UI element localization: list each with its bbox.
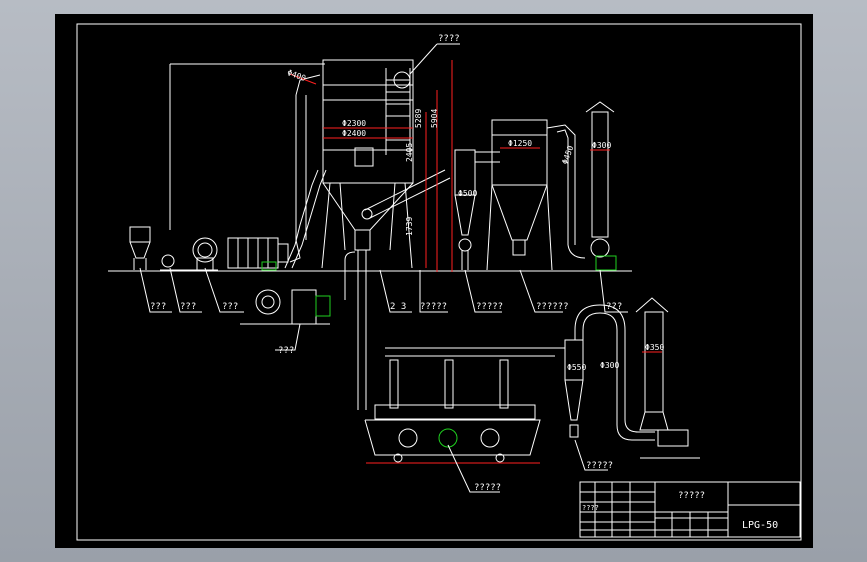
drawing-border xyxy=(76,23,802,541)
callout-leaders xyxy=(139,267,628,493)
tower-dimensions: Φ2300 Φ2400 5289 5904 2405 1739 Φ400 ???… xyxy=(286,34,460,272)
lower-chimney: Φ350 xyxy=(635,297,700,459)
dim-h1739: 1739 xyxy=(405,217,414,236)
lower-blower xyxy=(240,289,331,325)
callout-c8: ??? xyxy=(606,302,622,312)
callout-c7: ?????? xyxy=(536,302,569,312)
title-block-note: ???? xyxy=(582,504,599,512)
bag-filter: Φ1250 xyxy=(486,119,553,271)
dim-d300: Φ300 xyxy=(592,141,611,150)
callout-c2: ??? xyxy=(180,302,196,312)
dim-h5904: 5904 xyxy=(430,109,439,128)
callout-c5: ????? xyxy=(420,302,447,312)
callout-c9: ??? xyxy=(278,346,294,356)
fan-unit-left xyxy=(160,237,218,271)
cyclone-unit: Φ500 xyxy=(454,149,500,270)
callout-c1: ??? xyxy=(150,302,166,312)
callout-c11: ????? xyxy=(586,461,613,471)
title-block xyxy=(579,481,801,538)
drawing-code: LPG-50 xyxy=(742,520,778,531)
title-text: ????? xyxy=(678,491,705,501)
callout-c4: 2 3 xyxy=(390,302,406,312)
callout-c10: ????? xyxy=(474,483,501,493)
drying-tower xyxy=(169,59,451,269)
dim-d300b: Φ300 xyxy=(600,361,619,370)
heater-unit xyxy=(227,237,289,271)
callout-c6: ????? xyxy=(476,302,503,312)
dim-d550: Φ550 xyxy=(567,363,586,372)
callout-c3: ??? xyxy=(222,302,238,312)
drawing-sheet xyxy=(55,14,813,548)
dim-h5289: 5289 xyxy=(414,109,423,128)
dim-d2300: Φ2300 xyxy=(342,119,366,128)
callout-top: ???? xyxy=(438,34,460,44)
transfer-pipe xyxy=(344,250,367,410)
hopper-unit xyxy=(129,226,175,270)
dim-d500: Φ500 xyxy=(458,189,477,198)
dim-d350: Φ350 xyxy=(645,343,664,352)
fluid-bed-dryer xyxy=(364,347,555,464)
dim-d1250: Φ1250 xyxy=(508,139,532,148)
dim-d2400: Φ2400 xyxy=(342,129,366,138)
lower-cyclone: Φ550 Φ300 xyxy=(555,304,655,441)
dim-h2405: 2405 xyxy=(405,143,414,162)
